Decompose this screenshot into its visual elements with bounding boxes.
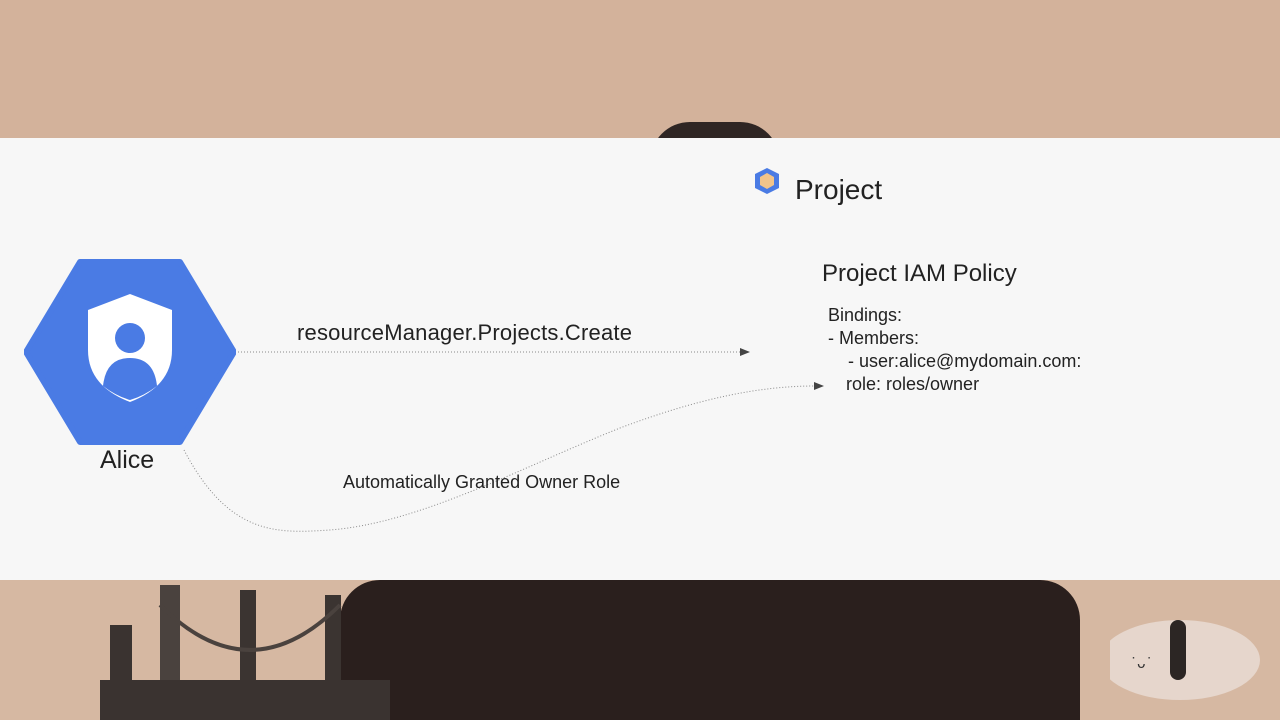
bridge-model-decoration <box>100 585 390 720</box>
policy-line: - user:alice@mydomain.com: <box>828 351 1082 371</box>
create-arrow <box>238 348 750 356</box>
actor-label: Alice <box>100 446 155 474</box>
plush-toy-decoration: ˙ᴗ˙ <box>1110 620 1260 700</box>
arrows <box>183 348 824 532</box>
policy-title: Project IAM Policy <box>822 260 1017 287</box>
project-title: Project <box>795 174 883 205</box>
project-hexagon-icon <box>755 168 779 194</box>
slide: Project Alice resourceManager.Projects.C… <box>0 138 1280 580</box>
policy-line: role: roles/owner <box>836 374 980 394</box>
policy-line: Bindings: <box>828 305 903 325</box>
grant-arrow <box>183 382 824 532</box>
policy-line: - Members: <box>828 328 920 348</box>
policy-bindings: Bindings: - Members: - user:alice@mydoma… <box>828 304 1081 396</box>
user-shield-hexagon-icon <box>24 259 236 445</box>
grant-arrow-label: Automatically Granted Owner Role <box>343 472 621 492</box>
presenter-body <box>340 580 1080 720</box>
create-arrow-label: resourceManager.Projects.Create <box>297 320 633 345</box>
svg-text:˙ᴗ˙: ˙ᴗ˙ <box>1130 656 1153 672</box>
background-wall <box>0 0 1280 138</box>
